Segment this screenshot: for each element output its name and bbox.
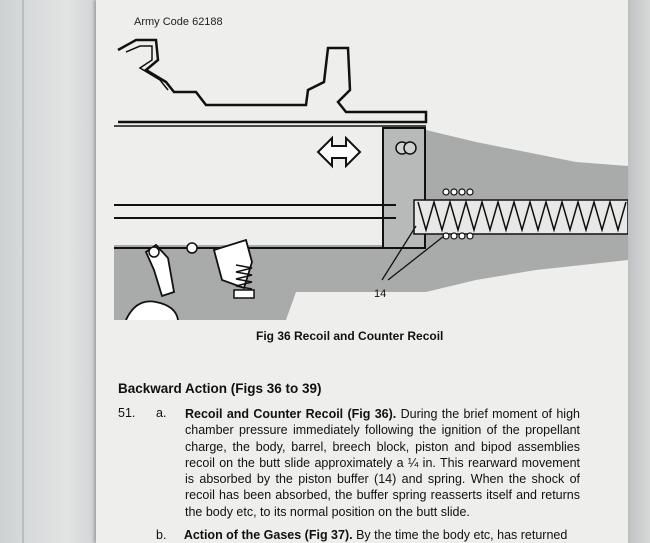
paragraph-body: During the brief moment of high chamber … (185, 407, 580, 519)
recoil-diagram: 14 (114, 38, 628, 320)
next-text: By the time the body etc, has returned (356, 528, 568, 542)
next-sub-letter: b. (156, 528, 167, 542)
next-paragraph-line: b. Action of the Gases (Fig 37). By the … (156, 528, 567, 542)
paragraph-sub-letter: a. (156, 406, 167, 420)
sear-lever (144, 243, 176, 298)
piston-buffer-balls (442, 188, 474, 240)
trigger-pivot (186, 242, 198, 254)
breech-pin-2 (403, 141, 417, 155)
sear-pivot (148, 246, 160, 258)
paragraph-number: 51. (118, 406, 136, 420)
recoil-direction-arrow (316, 135, 362, 169)
page-gutter (628, 0, 650, 543)
section-heading: Backward Action (Figs 36 to 39) (118, 381, 322, 396)
next-title: Action of the Gases (Fig 37). (183, 528, 353, 542)
army-code-label: Army Code 62188 (134, 16, 223, 28)
upper-body-outline (117, 38, 428, 124)
buffer-spring (417, 199, 627, 233)
figure-caption: Fig 36 Recoil and Counter Recoil (256, 329, 444, 343)
trigger-hook (125, 300, 179, 320)
lower-body-shading (114, 245, 426, 320)
facing-page (0, 0, 96, 543)
trigger-spring-base (233, 289, 255, 299)
callout-leader-2 (387, 235, 445, 281)
callout-number: 14 (374, 288, 386, 300)
paragraph-title: Recoil and Counter Recoil (Fig 36). (185, 407, 397, 421)
facing-page-edge (22, 0, 24, 543)
manual-page: Army Code 62188 (96, 0, 628, 543)
upper-body-inner (125, 45, 169, 91)
paragraph-text: Recoil and Counter Recoil (Fig 36). Duri… (185, 406, 580, 520)
callout-leader-1 (381, 225, 417, 281)
trigger-spring (235, 264, 253, 290)
